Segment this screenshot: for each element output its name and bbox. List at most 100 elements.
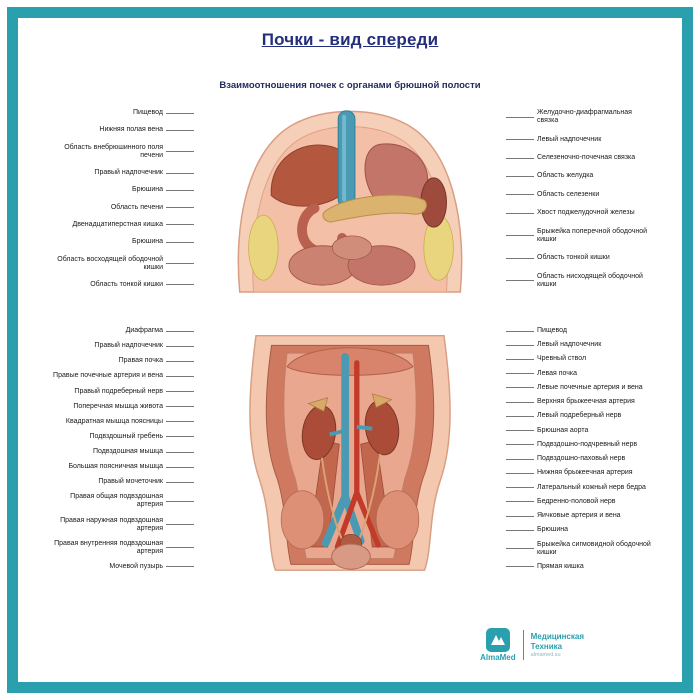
leader-line: [166, 151, 194, 153]
leader-line: [506, 566, 534, 568]
anatomy-label: Брюшная аорта: [506, 427, 682, 435]
anatomy-label-text: Правая наружная подвздошная артерия: [60, 516, 163, 532]
anatomy-label-text: Область тонкой кишки: [90, 280, 163, 288]
leader-line: [166, 112, 194, 114]
anatomy-label: Брюшина: [18, 186, 194, 194]
anatomy-label: Подвздошно-паховый нерв: [506, 455, 682, 463]
anatomy-label-text: Пищевод: [133, 109, 163, 116]
retroperitoneum-drawing: [249, 334, 451, 571]
leader-line: [166, 375, 194, 377]
leader-line: [166, 451, 194, 453]
leader-line: [506, 212, 534, 214]
anatomy-label: Правые почечные артерия и вена: [18, 372, 194, 380]
left-adrenal-shape: [371, 393, 393, 408]
anatomy-label: Двенадцатиперстная кишка: [18, 221, 194, 229]
anatomy-label-text: Бедренно-половой нерв: [537, 497, 616, 505]
anatomy-label-text: Область нисходящей ободочной кишки: [537, 272, 643, 288]
anatomy-label-text: Правый надпочечник: [94, 168, 163, 176]
anatomy-label: Нижняя полая вена: [18, 126, 194, 134]
anatomy-label: Правая почка: [18, 357, 194, 365]
anatomy-label: Левая почка: [506, 370, 682, 378]
anatomy-label: Область тонкой кишки: [18, 281, 194, 289]
leader-line: [506, 157, 534, 159]
leader-line: [506, 194, 534, 196]
anatomy-label-text: Правая общая подвздошная артерия: [70, 493, 163, 509]
anatomy-label-text: Подвздошный гребень: [89, 432, 164, 440]
anatomy-label: Область внебрюшинного поля печени: [18, 144, 194, 160]
anatomy-label: Брыжейка сигмовидной ободочной кишки: [506, 541, 682, 557]
anatomy-label: Правая общая подвздошная артерия: [18, 493, 194, 509]
anatomy-label-text: Большая поясничная мышца: [68, 463, 163, 471]
leader-line: [506, 458, 534, 460]
leader-line: [506, 387, 534, 389]
leader-line: [166, 406, 194, 408]
anatomy-label: Левые почечные артерия и вена: [506, 384, 682, 392]
anatomy-label-text: Правый мочеточник: [98, 478, 163, 486]
anatomy-label: Прямая кишка: [506, 563, 682, 571]
anatomy-label: Подвздошно-подчревный нерв: [506, 441, 682, 449]
anatomy-label: Правый надпочечник: [18, 342, 194, 350]
anatomy-label: Правый мочеточник: [18, 478, 194, 486]
leader-line: [166, 284, 194, 286]
anatomy-label: Брюшина: [506, 526, 682, 534]
leader-line: [506, 444, 534, 446]
leader-line: [506, 235, 534, 237]
anatomy-label-text: Чревный ствол: [537, 355, 587, 363]
logo-website: almamed.su: [530, 651, 561, 658]
iliacus-right-shape: [375, 490, 420, 550]
leader-line: [506, 330, 534, 332]
almamed-logo-icon: [485, 628, 510, 652]
intestine-center-shape: [331, 235, 373, 260]
leader-line: [166, 500, 194, 502]
leader-line: [506, 257, 534, 259]
leader-line: [506, 529, 534, 531]
anatomy-label-text: Подвздошно-паховый нерв: [537, 455, 626, 463]
anatomy-label: Правая наружная подвздошная артерия: [18, 517, 194, 533]
anatomy-label-text: Левая почка: [537, 369, 578, 377]
anatomy-label-text: Правый подреберный нерв: [74, 387, 163, 395]
anatomy-label-text: Область желудка: [537, 172, 594, 180]
anatomy-label-text: Поперечная мышца живота: [73, 402, 163, 410]
anatomy-label-text: Левые почечные артерия и вена: [537, 383, 643, 391]
poster-frame: Почки - вид спереди Взаимоотношения поче…: [7, 7, 693, 693]
anatomy-label: Поперечная мышца живота: [18, 403, 194, 411]
leader-line: [506, 430, 534, 432]
leader-line: [166, 436, 194, 438]
anatomy-label-text: Мочевой пузырь: [109, 562, 163, 570]
poster-title: Почки - вид спереди: [261, 30, 439, 49]
anatomy-label-text: Подвздошно-подчревный нерв: [537, 440, 638, 448]
anatomy-label-text: Левый подреберный нерв: [537, 412, 622, 420]
anatomy-label: Яичковые артерия и вена: [506, 512, 682, 520]
pancreas-shape: [322, 194, 427, 223]
fat-left-shape: [248, 214, 279, 281]
anatomy-label: Верхняя брыжеечная артерия: [506, 398, 682, 406]
anatomy-label-text: Левый надпочечник: [537, 341, 602, 349]
anatomy-label-text: Брюшина: [537, 526, 569, 534]
abdomen-front-drawing: [237, 110, 463, 293]
anatomy-label-text: Область тонкой кишки: [537, 254, 610, 262]
leader-line: [506, 280, 534, 282]
anatomy-label: Селезеночно-почечная связка: [506, 154, 682, 162]
leader-line: [166, 330, 194, 332]
anatomy-label-text: Латеральный кожный нерв бедра: [537, 483, 646, 491]
anatomy-label: Желудочно-диафрагмальная связка: [506, 109, 682, 125]
logo-tagline-line2: Техника: [530, 641, 563, 651]
anatomy-label: Брыжейка поперечной ободочной кишки: [506, 228, 682, 244]
leader-line: [166, 547, 194, 549]
anatomy-label-text: Двенадцатиперстная кишка: [72, 220, 163, 228]
leader-line: [166, 466, 194, 468]
anatomy-label: Квадратная мышца поясницы: [18, 418, 194, 426]
leader-line: [166, 263, 194, 265]
anatomy-label: Левый надпочечник: [506, 136, 682, 144]
anatomy-label: Область восходящей ободочной кишки: [18, 256, 194, 272]
leader-line: [506, 358, 534, 360]
leader-line: [166, 566, 194, 568]
leader-line: [166, 360, 194, 362]
leader-line: [166, 241, 194, 243]
anatomy-label: Мочевой пузырь: [18, 563, 194, 571]
anatomy-label-text: Яичковые артерия и вена: [537, 512, 621, 520]
anatomy-label-text: Область селезенки: [537, 190, 600, 198]
